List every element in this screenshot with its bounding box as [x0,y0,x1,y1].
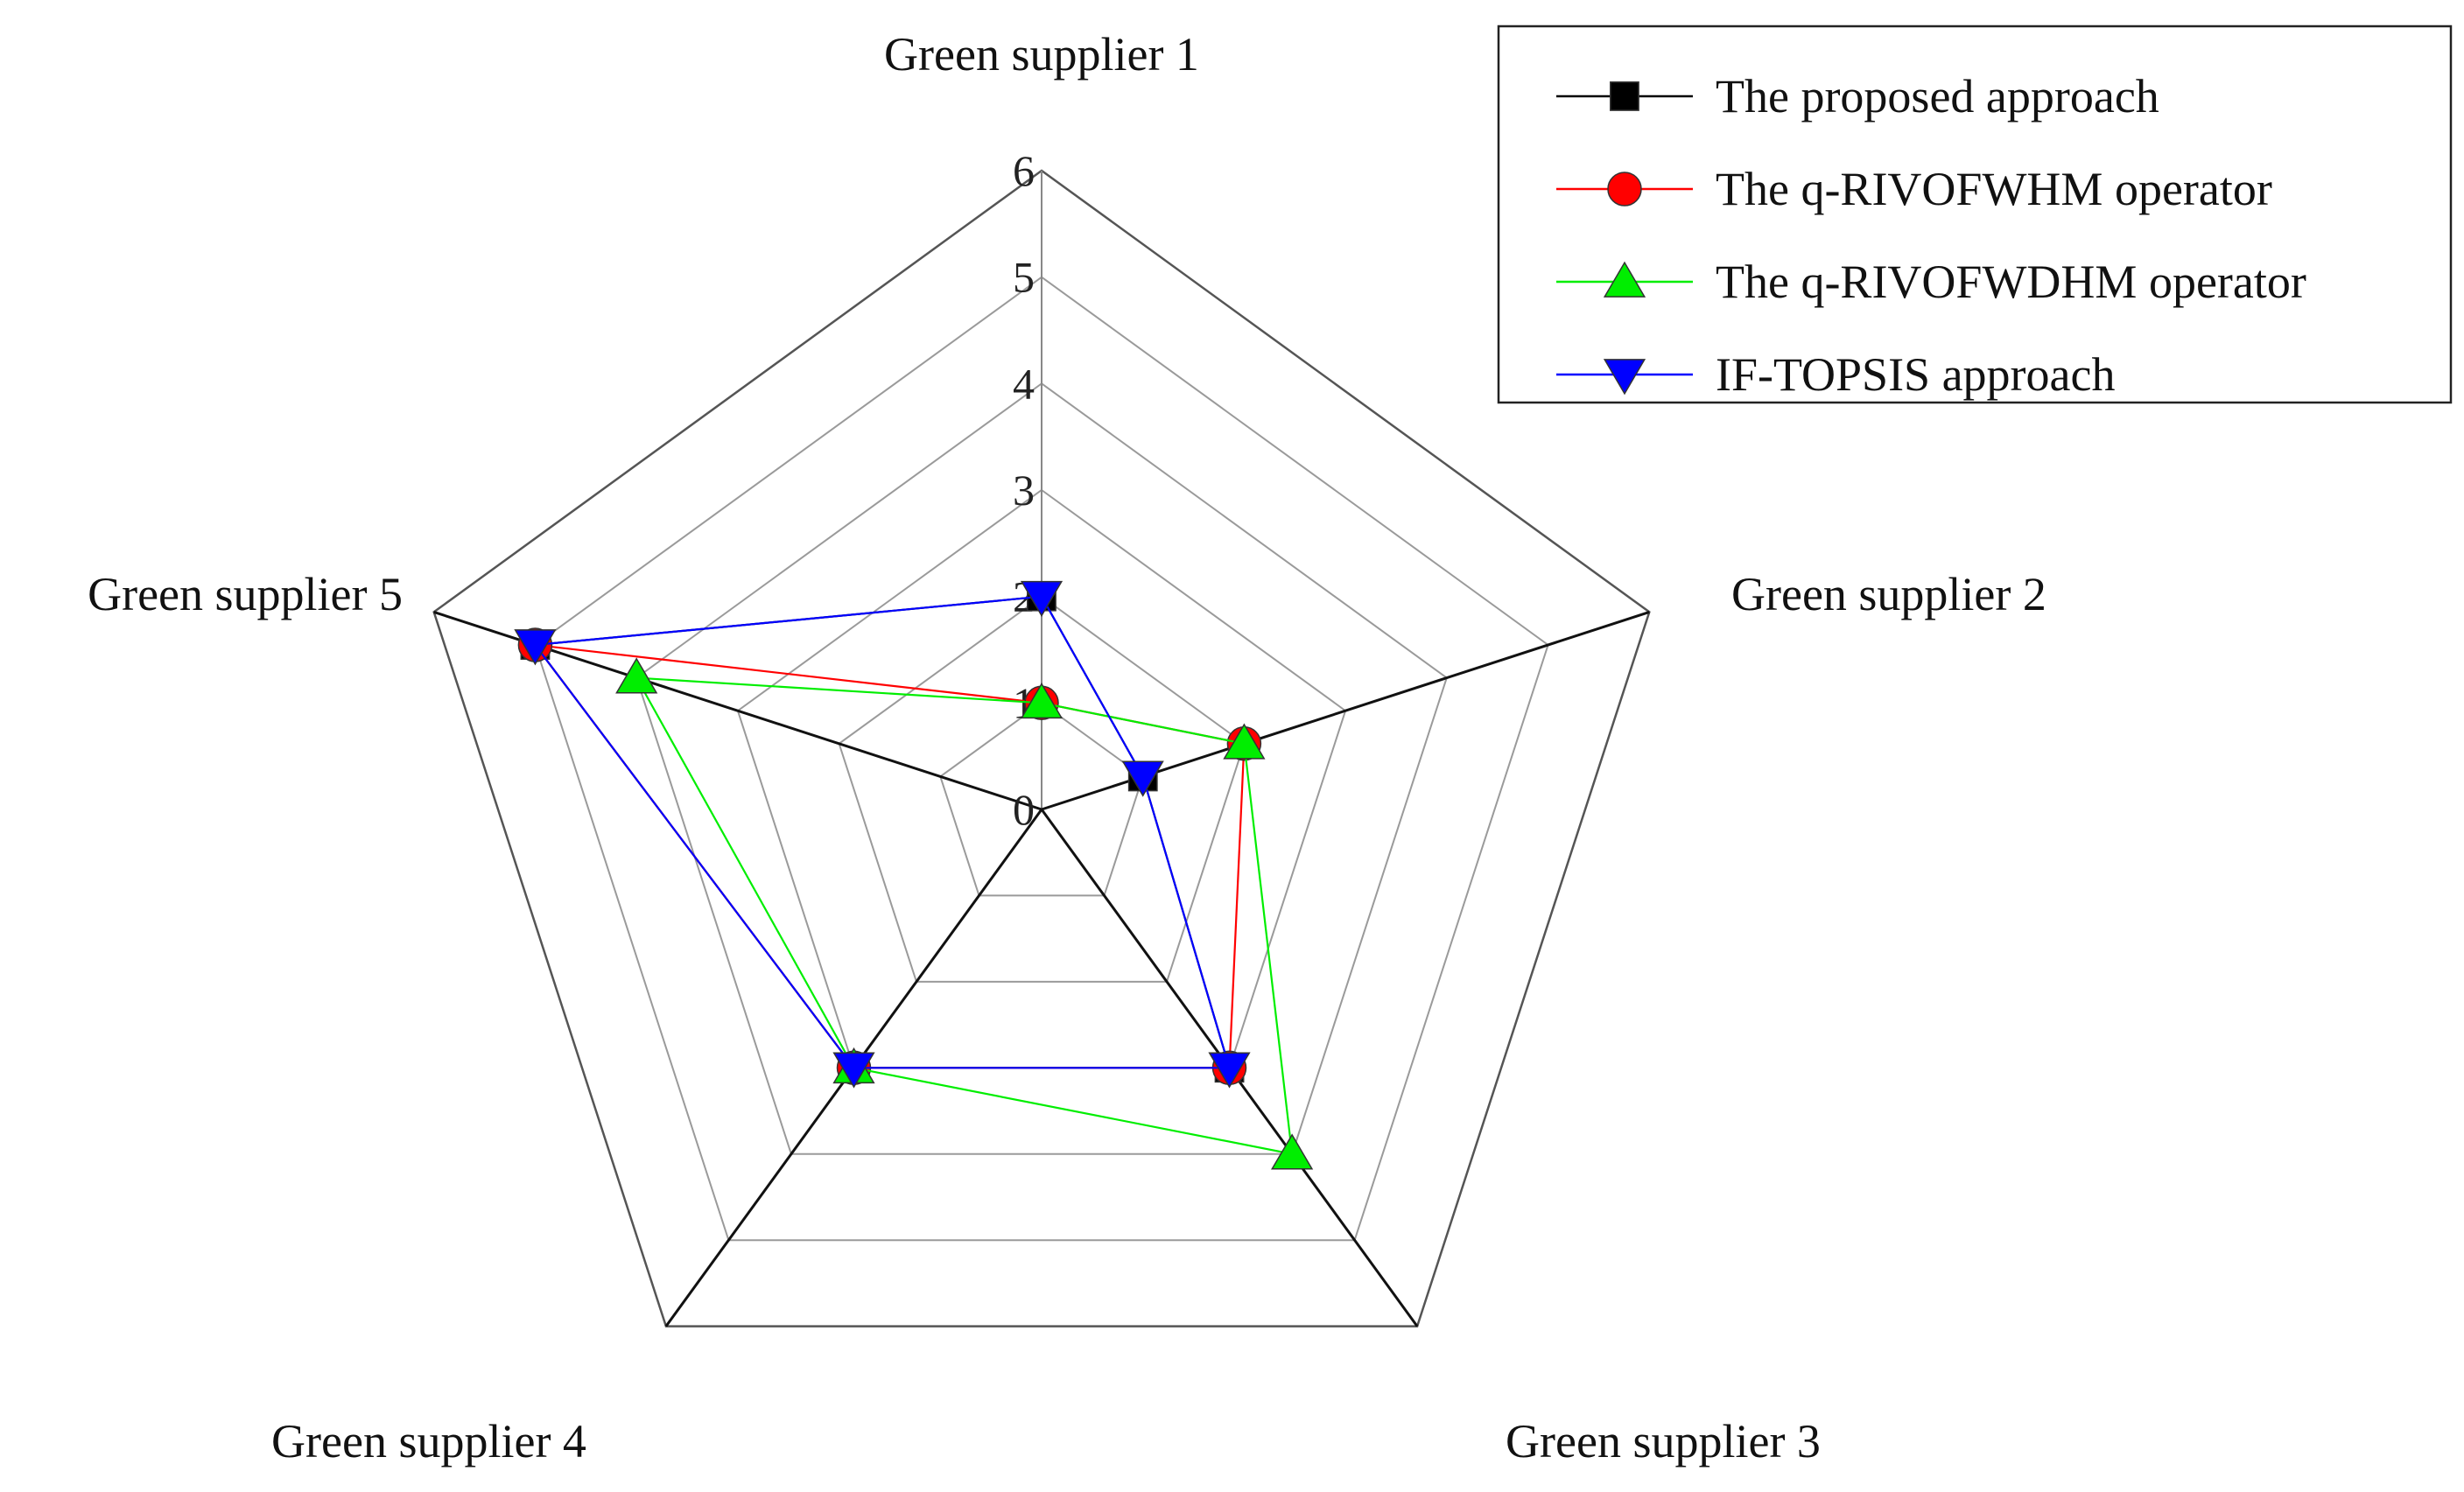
grid-ring-5 [534,276,1549,1242]
series-3-point-3 [1270,1133,1314,1170]
axis-label-supplier-2: Green supplier 2 [1731,568,2046,620]
series-2-line [532,643,1246,1069]
legend-item-3: The q-RIVOFWDHM operator [1556,256,2306,308]
legend-label-4: IF-TOPSIS approach [1716,348,2115,401]
legend-box [1497,25,2453,404]
series-4-point-3 [1208,1052,1251,1089]
legend-item-1: The proposed approach [1556,70,2159,123]
legend-marker-3 [1603,261,1646,298]
grid-ring-2 [838,595,1246,983]
grid-ring-6 [432,169,1651,1327]
axis-label-supplier-4: Green supplier 4 [271,1415,586,1467]
series-4-point-4 [832,1052,875,1089]
radar-series [514,580,1314,1170]
legend-marker-4 [1603,359,1646,396]
series-4-point-1 [1020,580,1064,617]
tick-label-0: 0 [1013,785,1035,834]
legend-item-4: IF-TOPSIS approach [1556,348,2115,401]
legend-label-3: The q-RIVOFWDHM operator [1716,256,2306,308]
series-4-point-5 [514,629,557,666]
series-3-point-2 [1223,723,1266,760]
tick-label-5: 5 [1013,253,1035,302]
tick-label-6: 6 [1013,146,1035,195]
legend-marker-2 [1607,172,1642,207]
series-2 [517,627,1262,1086]
legend-marker-1 [1610,81,1639,111]
series-3-line [635,676,1294,1156]
radar-axes [433,171,1650,1327]
series-1 [520,581,1245,1083]
axis-label-supplier-5: Green supplier 5 [88,568,403,620]
series-3-point-5 [615,657,658,694]
series-4-line [533,595,1231,1069]
legend-label-2: The q-RIVOFWHM operator [1716,163,2272,215]
tick-label-4: 4 [1013,359,1035,408]
tick-label-3: 3 [1013,466,1035,515]
legend-label-1: The proposed approach [1716,70,2159,123]
axis-label-supplier-1: Green supplier 1 [884,28,1199,81]
series-4-point-2 [1121,760,1164,797]
radar-axis-labels: Green supplier 1 Green supplier 2 Green su… [88,28,2046,1467]
legend-item-2: The q-RIVOFWHM operator [1556,163,2272,215]
series-4 [514,580,1251,1089]
axis-label-supplier-3: Green supplier 3 [1506,1415,1821,1467]
series-3-point-1 [1020,683,1064,719]
